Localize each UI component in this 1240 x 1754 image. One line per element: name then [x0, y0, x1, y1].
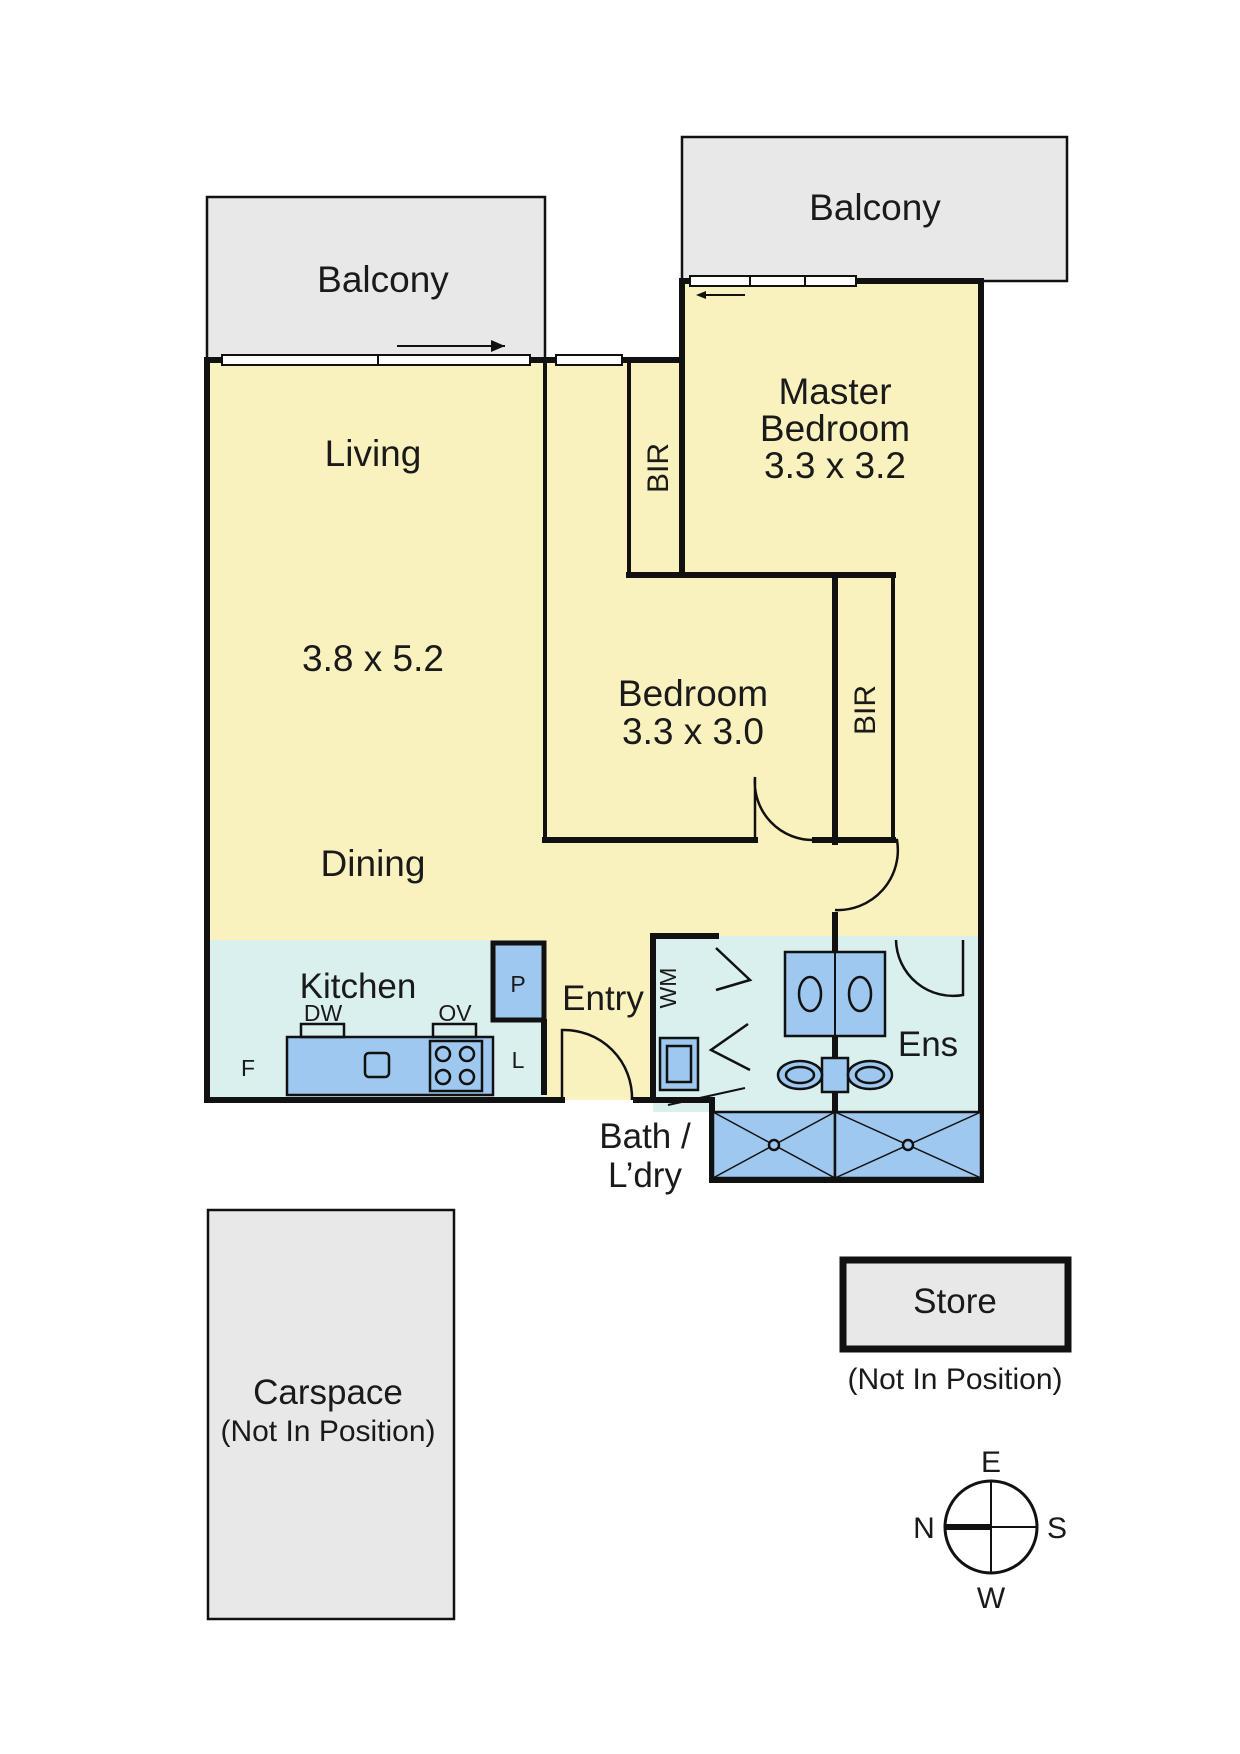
- balcony-left-area: [205, 195, 547, 362]
- entry-label: Entry: [562, 979, 644, 1018]
- store-note: (Not In Position): [847, 1363, 1062, 1396]
- compass-n-label: N: [913, 1512, 935, 1545]
- fridge-label: F: [241, 1055, 255, 1081]
- bedroom-label: Bedroom: [618, 673, 768, 714]
- living-label: Living: [325, 433, 422, 474]
- dining-label: Dining: [321, 843, 426, 884]
- room-labels: Balcony Balcony Living 3.8 x 5.2 Dining …: [300, 187, 959, 1195]
- compass: E N S W: [913, 1446, 1067, 1615]
- kitchen-fixtures: [285, 1022, 495, 1097]
- fixture-labels: DW OV F P L WM: [241, 968, 681, 1081]
- pantry-label: P: [510, 971, 525, 997]
- balcony-right-label: Balcony: [809, 187, 941, 228]
- compass-w-label: W: [977, 1582, 1006, 1615]
- compass-s-label: S: [1047, 1512, 1067, 1545]
- bath-laundry-label-2: L’dry: [608, 1156, 682, 1195]
- linen-label: L: [512, 1047, 525, 1073]
- balcony-left-label: Balcony: [317, 259, 449, 300]
- master-bedroom-size-label: 3.3 x 3.2: [764, 445, 906, 486]
- dishwasher-label: DW: [304, 1000, 343, 1026]
- bathroom-fixtures: [658, 950, 983, 1180]
- kitchen-label: Kitchen: [300, 967, 417, 1006]
- master-bedroom-label-1: Master: [778, 371, 891, 412]
- master-bedroom-label-2: Bedroom: [760, 408, 910, 449]
- carspace-label: Carspace: [253, 1373, 403, 1412]
- windows: [221, 275, 894, 832]
- walls: [204, 278, 984, 1183]
- store-area: [839, 1256, 1072, 1353]
- doors: [560, 776, 965, 1106]
- ensuite-label: Ens: [898, 1025, 958, 1064]
- washing-machine-label: WM: [655, 968, 681, 1009]
- oven-label: OV: [438, 1000, 472, 1026]
- bedroom-size-label: 3.3 x 3.0: [622, 711, 764, 752]
- carspace-area: [206, 1208, 456, 1621]
- compass-e-label: E: [981, 1446, 1001, 1479]
- living-size-label: 3.8 x 5.2: [302, 638, 444, 679]
- bir-label-1: BIR: [642, 443, 675, 493]
- outbuilding-labels: Store (Not In Position) Carspace (Not In…: [220, 1282, 1062, 1448]
- carspace-note: (Not In Position): [220, 1415, 435, 1448]
- bath-laundry-label-1: Bath /: [599, 1117, 691, 1156]
- store-label: Store: [913, 1282, 997, 1321]
- bir-label-2: BIR: [849, 685, 882, 735]
- balcony-right-area: [680, 135, 1069, 283]
